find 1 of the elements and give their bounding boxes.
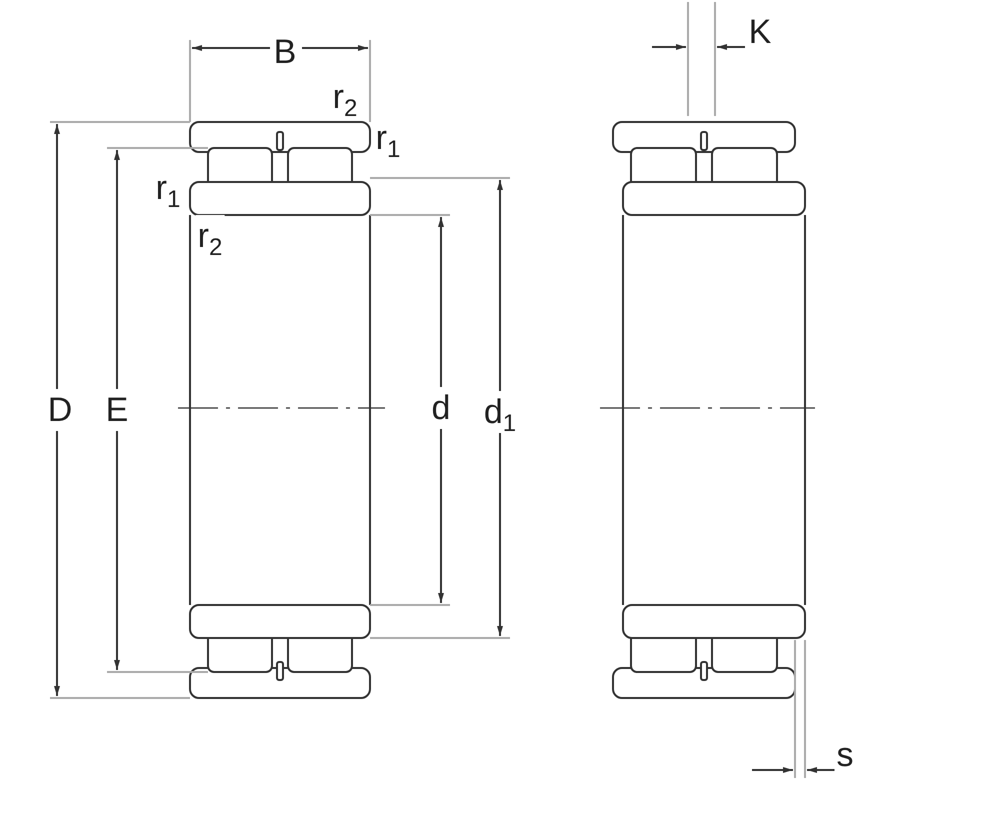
dimension-label: r$_{2}$ xyxy=(196,215,224,257)
